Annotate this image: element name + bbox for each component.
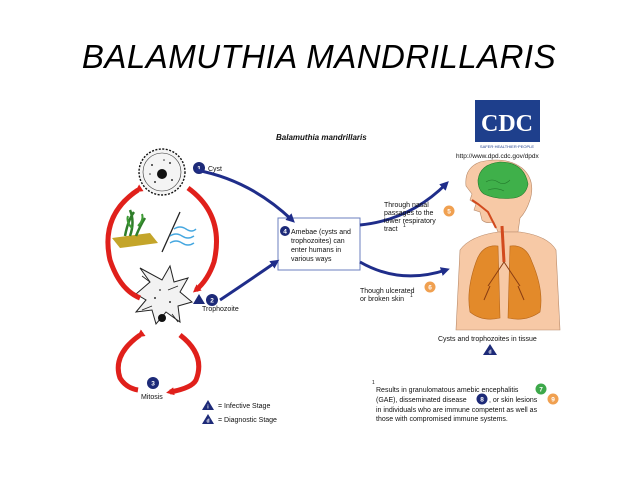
trophozoite-image	[134, 264, 194, 326]
nasal-line-3: lower respiratory	[384, 218, 436, 225]
stage-4-circle	[280, 226, 290, 236]
entry-line-3: enter humans in	[291, 247, 341, 254]
cdc-tagline: SAFER·HEALTHIER·PEOPLE	[480, 144, 534, 149]
stage-5-circle	[443, 205, 455, 217]
stage-2-circle	[206, 294, 218, 306]
nasal-line-4: tract	[384, 226, 398, 233]
stage-6-circle	[424, 281, 436, 293]
stage-2-number: 2	[210, 298, 214, 305]
nasal-footnote-mark: 1	[403, 223, 406, 229]
transmission-arrows	[195, 168, 450, 302]
footnote-line-1: Results in granulomatous amebic encephal…	[376, 387, 519, 394]
nasal-line-2: passages to the	[384, 210, 434, 217]
diagnostic-symbol-tissue: d	[488, 350, 491, 356]
entry-line-1: Amebae (cysts and	[291, 229, 351, 236]
footnote-line-4: those with compromised immune systems.	[376, 416, 508, 423]
human-figure	[455, 159, 561, 331]
entry-box	[277, 217, 361, 271]
legend-infective-label: = Infective Stage	[218, 403, 270, 410]
stage-1-label: Cyst	[208, 166, 222, 173]
skin-line-2: or broken skin	[360, 296, 404, 303]
legend-diagnostic-label: = Diagnostic Stage	[218, 417, 277, 424]
stage-8-number: 8	[480, 397, 484, 404]
stage-7-number: 7	[539, 387, 543, 394]
infective-triangle	[193, 294, 205, 304]
tissue-label: Cysts and trophozoites in tissue	[438, 336, 537, 343]
footnote-mark: 1	[372, 380, 375, 386]
diagram-title: Balamuthia mandrillaris	[276, 133, 367, 142]
stage-7-circle	[535, 383, 547, 395]
nasal-line-1: Through nasal	[384, 202, 429, 209]
skin-line-1: Though ulcerated	[360, 288, 415, 295]
legend-infective-symbol: i	[207, 405, 209, 411]
cyst-image	[138, 148, 186, 196]
diagnostic-triangle-tissue	[483, 344, 497, 355]
stage-3-circle	[147, 377, 159, 389]
footnote-line-3: in individuals who are immune competent …	[376, 407, 538, 414]
cdc-logo-text: CDC	[481, 111, 533, 137]
stage-9-circle	[547, 393, 559, 405]
stage-6-number: 6	[428, 285, 432, 292]
entry-line-4: various ways	[291, 256, 332, 263]
skin-footnote-mark: 1	[410, 293, 413, 299]
stage-8-circle	[476, 393, 488, 405]
stage-3-number: 3	[151, 381, 155, 388]
cdc-logo: CDC SAFER·HEALTHIER·PEOPLE	[475, 100, 540, 149]
legend-diagnostic-symbol: d	[206, 419, 209, 425]
slide-title: BALAMUTHIA MANDRILLARIS	[81, 38, 557, 75]
footnote-line-2a: (GAE), disseminated disease	[376, 397, 467, 404]
stage-9-number: 9	[551, 397, 555, 404]
footnote-line-2b: , or skin lesions	[489, 397, 538, 404]
stage-2-label: Trophozoite	[202, 306, 239, 313]
stage-3-label: Mitosis	[141, 394, 163, 401]
cycle-arrows	[105, 184, 219, 396]
entry-line-2: trophozoites) can	[291, 238, 345, 245]
legend-diagnostic-triangle	[202, 414, 214, 424]
stage-5-number: 5	[447, 209, 451, 216]
legend-infective-triangle	[202, 400, 214, 410]
stage-1-number: 1	[197, 166, 201, 173]
cdc-url: http://www.dpd.cdc.gov/dpdx	[456, 153, 539, 160]
environment-image	[112, 209, 197, 253]
stage-4-number: 4	[283, 229, 287, 236]
